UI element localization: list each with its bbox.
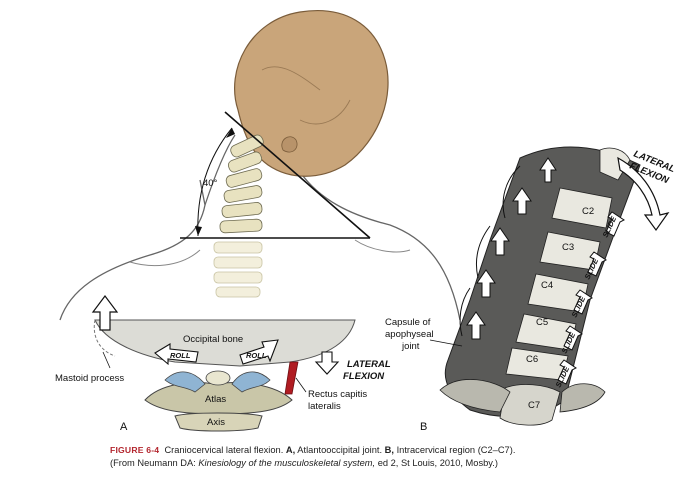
capsule-label-line3: joint bbox=[401, 341, 420, 352]
axis-label: Axis bbox=[207, 417, 225, 428]
vertebral-bodies bbox=[439, 187, 613, 426]
up-arrow-icon bbox=[539, 157, 557, 183]
upward-arrow-icon bbox=[91, 295, 119, 331]
up-arrow-icon bbox=[512, 187, 532, 215]
caption-a-letter: A, bbox=[285, 445, 296, 455]
rectus-capitis-label-line2: lateralis bbox=[308, 401, 341, 412]
panel-letter-b: B bbox=[420, 421, 427, 433]
mastoid-process-label: Mastoid process bbox=[55, 373, 124, 384]
figure-caption: FIGURE 6-4 Craniocervical lateral flexio… bbox=[110, 444, 670, 469]
roll-left-label: ROLL bbox=[170, 351, 191, 360]
atlantooccipital-joint-illustration: Occipital bone Mastoid process ROLL ROLL… bbox=[55, 295, 391, 433]
capsule-label-line1: Capsule of bbox=[385, 317, 431, 328]
roll-arrow-left-icon: ROLL bbox=[154, 343, 199, 366]
up-arrow-icon bbox=[476, 269, 496, 298]
roll-arrow-right-icon: ROLL bbox=[239, 339, 279, 365]
caption-source-book: Kinesiology of the musculoskeletal syste… bbox=[198, 457, 376, 468]
caption-title: Craniocervical lateral flexion. bbox=[164, 445, 284, 455]
panel-letter-a: A bbox=[120, 421, 128, 433]
caption-a-text: Atlantooccipital joint. bbox=[297, 445, 383, 455]
figure-number: FIGURE 6-4 bbox=[110, 445, 160, 455]
rectus-capitis-muscle bbox=[284, 361, 299, 395]
caption-b-letter: B, bbox=[384, 445, 394, 455]
vertebra-label-c3: C3 bbox=[562, 242, 574, 253]
vertebra-label-c5: C5 bbox=[536, 317, 548, 328]
caption-source-post: ed 2, St Louis, 2010, Mosby.) bbox=[377, 457, 498, 468]
vertebra-label-c6: C6 bbox=[526, 354, 538, 365]
lateral-flexion-curved-arrow-icon bbox=[617, 156, 670, 232]
up-arrow-icon bbox=[490, 227, 510, 256]
up-arrow-icon bbox=[466, 311, 486, 340]
head-neck-illustration: 40° bbox=[59, 10, 461, 321]
intracervical-region-illustration: C2 C3 C4 C5 C6 C7 SLIDE SLIDE SLIDE SLID… bbox=[385, 146, 677, 433]
occipital-bone-label: Occipital bone bbox=[183, 334, 243, 345]
vertebra-label-c4: C4 bbox=[541, 280, 553, 291]
capsule-label-line2: apophyseal bbox=[385, 329, 434, 340]
roll-right-label: ROLL bbox=[246, 351, 267, 360]
vertebra-label-c2: C2 bbox=[582, 206, 594, 217]
caption-b-text: Intracervical region (C2–C7). bbox=[396, 445, 516, 455]
angle-label: 40° bbox=[203, 178, 218, 189]
atlas-label: Atlas bbox=[205, 394, 226, 405]
rectus-capitis-label-line1: Rectus capitis bbox=[308, 389, 367, 400]
lateral-flexion-a-line2: FLEXION bbox=[343, 371, 385, 382]
cervical-spine-a bbox=[213, 134, 264, 298]
vertebra-label-c7: C7 bbox=[528, 400, 540, 411]
downward-arrow-icon bbox=[314, 351, 340, 375]
lateral-flexion-a-line1: LATERAL bbox=[347, 359, 391, 370]
caption-source-pre: (From Neumann DA: bbox=[110, 457, 196, 468]
